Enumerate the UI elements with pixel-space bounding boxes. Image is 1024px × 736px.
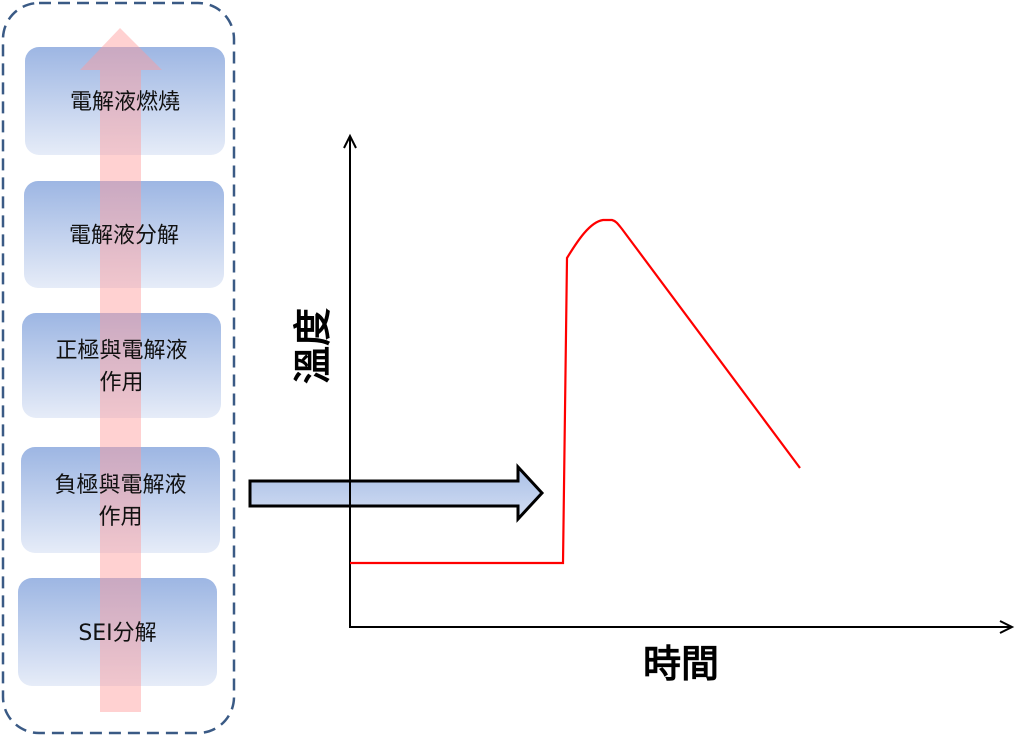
y-axis xyxy=(343,133,357,628)
progress-arrow xyxy=(80,28,162,712)
x-axis xyxy=(349,620,1015,634)
stage-box xyxy=(21,447,220,553)
stage-label: 作用 xyxy=(99,371,143,396)
stage-box xyxy=(22,313,221,418)
stage-label: 負極與電解液 xyxy=(54,473,186,498)
stage-box xyxy=(25,47,225,155)
stage-box xyxy=(24,181,224,288)
y-axis-label: 溫度 xyxy=(291,308,335,384)
temperature-curve xyxy=(350,218,801,565)
flow-arrow xyxy=(248,463,545,523)
stage-label: 作用 xyxy=(98,505,142,530)
stage-label: 電解液分解 xyxy=(69,224,179,249)
stage-box xyxy=(18,578,217,686)
stage-label: 正極與電解液 xyxy=(55,339,187,364)
stage-label: 電解液燃燒 xyxy=(70,90,180,115)
x-axis-label: 時間 xyxy=(643,642,719,686)
stage-container xyxy=(1,1,236,735)
stage-label: SEI分解 xyxy=(78,621,156,646)
